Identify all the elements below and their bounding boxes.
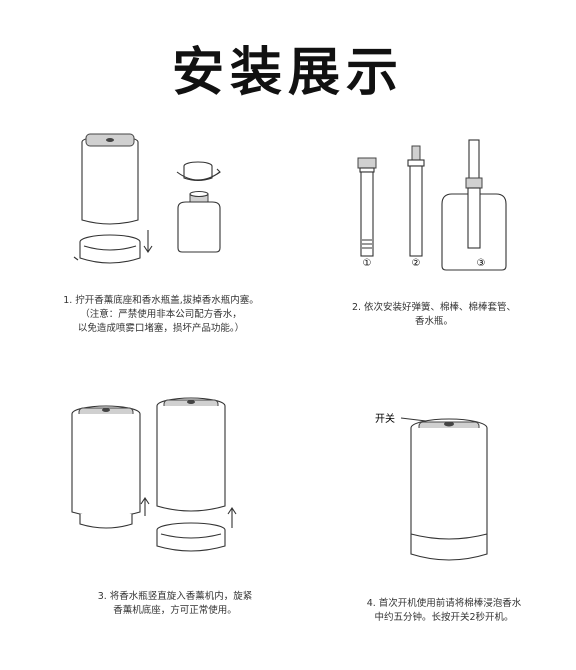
page-title: 安装展示 (171, 43, 404, 103)
step2-illustration: ① ② ③ (357, 139, 507, 271)
spring-tube (360, 171, 374, 257)
step3-caption: 3. 将香水瓶竖直旋入香薰机内，旋紧 香薰机底座，方可正常使用。 (60, 590, 290, 618)
step4-line1: 4. 首次开机使用前请将棉棒浸泡香水 (366, 598, 522, 609)
marker-2: ② (412, 258, 421, 269)
step1-line1: 1. 拧开香薰底座和香水瓶盖,拔掉香水瓶内塞。 (63, 295, 259, 306)
step3-illustration (71, 397, 237, 552)
step4-illustration: 开关 (375, 412, 488, 561)
step2-caption: 2. 依次安装好弹簧、棉棒、棉棒套管、 香水瓶。 (334, 301, 534, 329)
step1-illustration (73, 133, 221, 264)
step2-line2: 香水瓶。 (414, 316, 453, 327)
diffuser-body (410, 428, 488, 561)
marker-3: ③ (477, 258, 486, 269)
step4-caption: 4. 首次开机使用前请将棉棒浸泡香水 中约五分钟。长按开关2秒开机。 (344, 597, 544, 625)
step3-line1: 3. 将香水瓶竖直旋入香薰机内，旋紧 (97, 591, 253, 602)
step1-line2: （注意：严禁使用非本公司配方香水， (80, 309, 242, 320)
step4-line2: 中约五分钟。长按开关2秒开机。 (374, 612, 514, 623)
switch-label: 开关 (375, 412, 395, 425)
perfume-bottle (177, 201, 221, 253)
marker-1: ① (363, 258, 372, 269)
arrow-up-icon (140, 497, 150, 516)
arrow-up-icon-2 (227, 507, 237, 528)
rotate-arrow-icon-2 (176, 171, 221, 181)
step1-line3: 以免造成喷雾口堵塞，损坏产品功能。） (77, 323, 245, 334)
cotton-stick (409, 165, 423, 257)
rotate-arrow-icon (73, 256, 79, 261)
step3-line2: 香薰机底座，方可正常使用。 (113, 605, 237, 616)
arrow-down-icon (143, 230, 153, 253)
step2-line1: 2. 依次安装好弹簧、棉棒、棉棒套管、 (351, 302, 517, 313)
step1-caption: 1. 拧开香薰底座和香水瓶盖,拔掉香水瓶内塞。 （注意：严禁使用非本公司配方香水… (46, 294, 276, 336)
